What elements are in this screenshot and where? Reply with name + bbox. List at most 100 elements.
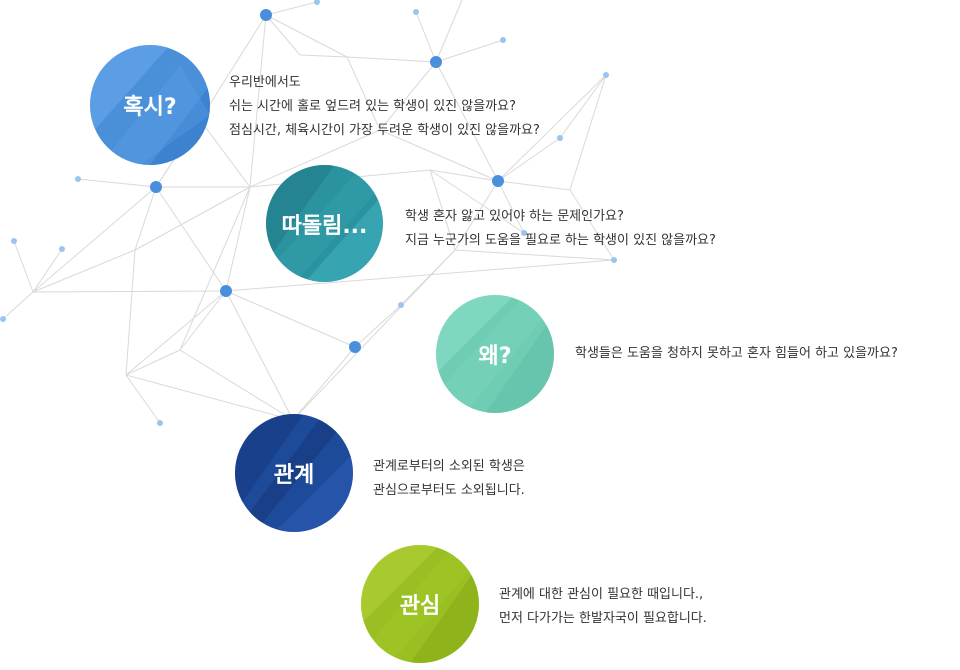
network-node-small bbox=[500, 37, 506, 43]
network-edge bbox=[134, 186, 251, 251]
description-gwansim: 관계에 대한 관심이 필요한 때입니다., 먼저 다가가는 한발자국이 필요합니… bbox=[499, 583, 707, 631]
network-edge bbox=[435, 61, 499, 182]
circle-label: 따돌림... bbox=[281, 213, 368, 239]
network-edge bbox=[125, 290, 227, 376]
network-edge bbox=[225, 290, 356, 348]
network-node-small bbox=[157, 420, 163, 426]
description-line: 관계로부터의 소외된 학생은 bbox=[373, 459, 525, 474]
description-ttadolim: 학생 혼자 앓고 있어야 하는 문제인가요? 지금 누군가의 도움을 필요로 하… bbox=[405, 205, 716, 253]
network-edge bbox=[497, 74, 607, 182]
description-line: 쉬는 시간에 홀로 엎드려 있는 학생이 있진 않을까요? bbox=[229, 99, 516, 114]
description-line: 관심으로부터도 소외됩니다. bbox=[373, 483, 525, 498]
network-edge bbox=[454, 180, 499, 251]
network-edge bbox=[569, 189, 615, 261]
network-node bbox=[150, 181, 162, 193]
circle-label: 관계 bbox=[273, 463, 315, 488]
network-edge bbox=[415, 11, 437, 63]
network-edge bbox=[429, 169, 525, 234]
network-edge bbox=[249, 14, 267, 188]
network-edge bbox=[77, 178, 157, 188]
network-edge bbox=[497, 137, 561, 182]
circle-label: 혹시? bbox=[123, 95, 177, 120]
network-edge bbox=[346, 56, 437, 63]
description-line: 지금 누군가의 도움을 필요로 하는 학생이 있진 않을까요? bbox=[405, 233, 716, 248]
network-node-small bbox=[521, 230, 527, 236]
network-edge bbox=[32, 186, 157, 293]
circle-gwansim: 관심 bbox=[361, 545, 479, 663]
network-edge bbox=[569, 74, 607, 191]
network-node-small bbox=[611, 257, 617, 263]
network-node-small bbox=[75, 176, 81, 182]
network-edge bbox=[13, 240, 34, 293]
network-edge bbox=[125, 374, 161, 424]
circle-facets bbox=[90, 45, 210, 165]
network-edge bbox=[125, 374, 294, 421]
network-edge bbox=[265, 14, 301, 56]
network-node-small bbox=[413, 9, 419, 15]
network-edge bbox=[179, 186, 251, 351]
network-node-small bbox=[314, 0, 320, 5]
network-edge bbox=[429, 169, 499, 182]
network-edge bbox=[346, 56, 381, 131]
network-node bbox=[492, 175, 504, 187]
network-edge bbox=[497, 180, 571, 191]
network-edge bbox=[435, 39, 504, 63]
circle-gwangye: 관계 bbox=[235, 414, 353, 532]
circle-facets bbox=[266, 165, 383, 282]
network-edge bbox=[32, 290, 227, 293]
description-gwangye: 관계로부터의 소외된 학생은 관심으로부터도 소외됩니다. bbox=[373, 455, 525, 503]
description-line: 학생 혼자 앓고 있어야 하는 문제인가요? bbox=[405, 209, 624, 224]
network-edge bbox=[292, 346, 356, 421]
network-node bbox=[349, 341, 361, 353]
network-edge bbox=[32, 248, 63, 293]
network-edge bbox=[265, 14, 348, 58]
circle-label: 관심 bbox=[399, 594, 441, 619]
network-edge bbox=[179, 349, 294, 421]
network-node bbox=[430, 56, 442, 68]
network-edge bbox=[179, 290, 227, 351]
network-edge bbox=[225, 290, 294, 421]
network-edge bbox=[497, 180, 525, 234]
network-edge bbox=[379, 129, 499, 182]
network-edge bbox=[225, 259, 615, 292]
circle-label: 왜? bbox=[478, 344, 512, 369]
description-line: 우리반에서도 bbox=[229, 75, 301, 90]
network-node-small bbox=[0, 316, 6, 322]
network-node-small bbox=[11, 238, 17, 244]
network-edge bbox=[125, 249, 136, 376]
network-edge bbox=[2, 291, 34, 320]
network-node-small bbox=[557, 135, 563, 141]
circle-ttadolim: 따돌림... bbox=[266, 165, 383, 282]
network-edge bbox=[155, 186, 227, 292]
network-edge bbox=[379, 61, 437, 131]
description-line: 학생들은 도움을 청하지 못하고 혼자 힘들어 하고 있을까요? bbox=[575, 346, 898, 361]
network-node bbox=[260, 9, 272, 21]
network-edge bbox=[265, 1, 318, 16]
circle-hoksi: 혹시? bbox=[90, 45, 210, 165]
network-node-small bbox=[59, 246, 65, 252]
circle-facets bbox=[235, 414, 353, 532]
network-node-small bbox=[603, 72, 609, 78]
circle-wae: 왜? bbox=[436, 295, 554, 413]
network-edge bbox=[32, 249, 136, 293]
network-edge bbox=[134, 186, 157, 251]
network-edge bbox=[429, 169, 456, 251]
description-line: 먼저 다가가는 한발자국이 필요합니다. bbox=[499, 611, 707, 626]
description-hoksi: 우리반에서도 쉬는 시간에 홀로 엎드려 있는 학생이 있진 않을까요? 점심시… bbox=[229, 71, 540, 143]
network-edge bbox=[435, 0, 463, 63]
network-edge bbox=[559, 74, 607, 139]
circle-facets bbox=[436, 295, 554, 413]
network-edge bbox=[225, 186, 251, 292]
circle-facets bbox=[361, 545, 479, 663]
network-edge bbox=[299, 54, 348, 58]
description-line: 점심시간, 체육시간이 가장 두려운 학생이 있진 않을까요? bbox=[229, 123, 540, 138]
network-edge bbox=[454, 249, 615, 261]
description-wae: 학생들은 도움을 청하지 못하고 혼자 힘들어 하고 있을까요? bbox=[575, 342, 898, 366]
network-node-small bbox=[398, 302, 404, 308]
network-edge bbox=[125, 349, 181, 376]
network-edge bbox=[199, 14, 267, 121]
network-node bbox=[220, 285, 232, 297]
description-line: 관계에 대한 관심이 필요한 때입니다., bbox=[499, 587, 704, 602]
network-edge bbox=[292, 249, 456, 421]
